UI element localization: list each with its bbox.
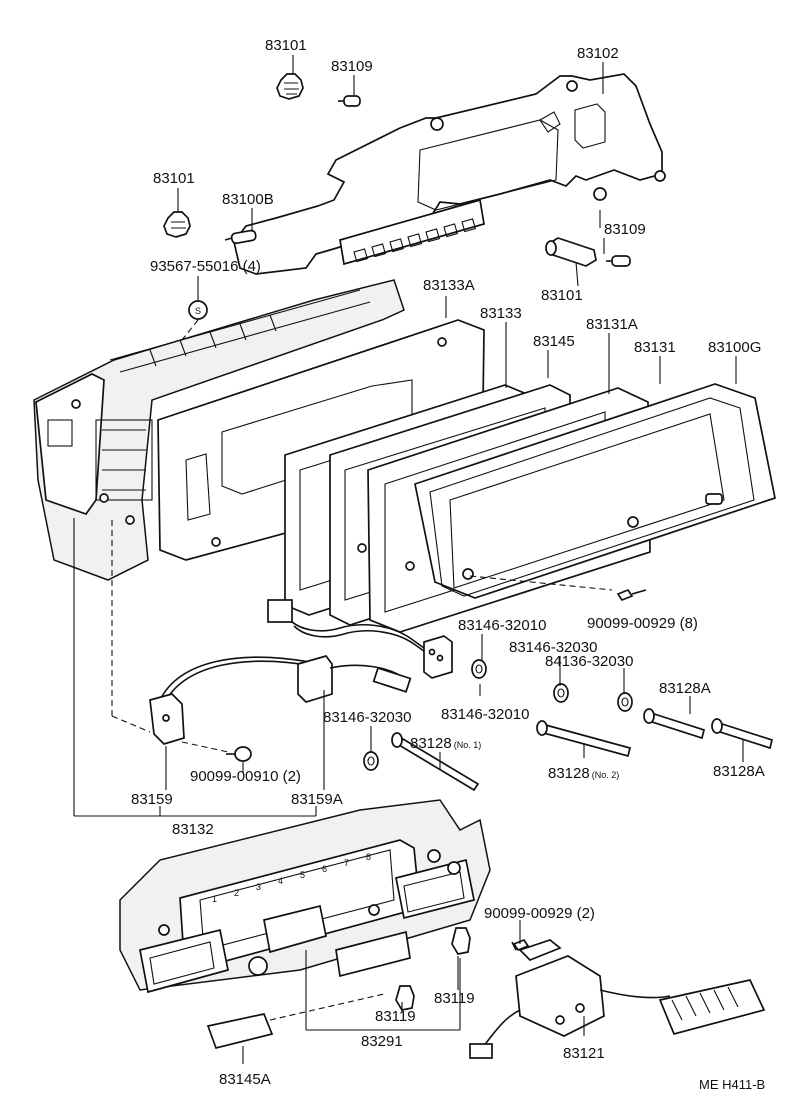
switch-83121 [469, 939, 766, 1059]
leader-83145A [269, 993, 385, 1021]
wire-harness [149, 599, 453, 745]
collar-83146-32030-a [553, 683, 569, 703]
label-84136-32030: 84136-32030 [545, 653, 633, 670]
socket-83101-mid [163, 211, 191, 238]
bulb-83119-b [395, 985, 415, 1011]
screw-marker-s: S [188, 300, 208, 320]
label-83109-top: 83109 [331, 58, 373, 75]
leader-lines [73, 55, 744, 1064]
pin-83128A-b [711, 718, 774, 750]
marker-s-text: S [195, 306, 201, 316]
gauge-number: 4 [278, 876, 283, 886]
gauge-number: 5 [300, 870, 305, 880]
leader-s [181, 319, 199, 341]
gauge-scale: 1 2 3 4 5 6 7 8 [212, 852, 371, 904]
label-83159: 83159 [131, 791, 173, 808]
label-83101-mid: 83101 [153, 170, 195, 187]
label-83128-no2-number: 83128 [548, 765, 590, 782]
label-83133: 83133 [480, 305, 522, 322]
label-83145A: 83145A [219, 1071, 271, 1088]
connector-strip [339, 198, 485, 266]
meter-assembly-lower [119, 799, 491, 994]
label-83128-no2: 83128(No. 2) [548, 765, 619, 782]
label-83119-b: 83119 [375, 1008, 416, 1025]
label-83109-right: 83109 [604, 221, 646, 238]
label-83131A: 83131A [586, 316, 638, 333]
bulb-83100B [224, 229, 257, 245]
label-83146-32030-a: 83146-32030 [509, 639, 597, 656]
label-83119-a: 83119 [434, 990, 475, 1007]
gauge-number: 3 [256, 882, 261, 892]
pin-83128-no1 [391, 732, 480, 792]
label-83128-no2-qualifier: (No. 2) [592, 770, 620, 780]
label-83100G: 83100G [708, 339, 761, 356]
label-83145: 83145 [533, 333, 575, 350]
label-83133A: 83133A [423, 277, 475, 294]
bulb-83109-right [606, 255, 631, 267]
label-83146-32030-b: 83146-32030 [323, 709, 411, 726]
pin-83128A-a [643, 708, 706, 740]
label-83291: 83291 [361, 1033, 403, 1050]
label-83131: 83131 [634, 339, 676, 356]
label-90099-00910-2: 90099-00910 (2) [190, 768, 301, 785]
label-90099-00929-2: 90099-00929 (2) [484, 905, 595, 922]
diagram-code: ME H411-B [699, 1077, 765, 1092]
label-83128A-b: 83128A [713, 763, 765, 780]
label-83146-32010-a: 83146-32010 [458, 617, 546, 634]
label-83146-32010-b: 83146-32010 [441, 706, 529, 723]
glass-83100G [414, 383, 776, 599]
socket-83101-right [545, 237, 597, 267]
socket-83101-top [276, 73, 304, 100]
printed-circuit-83102 [233, 73, 666, 275]
collar-84136-32030 [617, 692, 633, 712]
part-labels: 83101 83109 83102 83101 83100B 83109 935… [131, 37, 765, 1092]
gauge-number: 2 [234, 888, 239, 898]
collar-83146-32010-a [471, 659, 487, 679]
label-83101-right: 83101 [541, 287, 583, 304]
bulb-83109-top [338, 95, 361, 107]
label-90099-00929-8: 90099-00929 (8) [587, 615, 698, 632]
screw-90099-00929-2 [511, 938, 530, 952]
collar-83146-32030-b [363, 751, 379, 771]
label-83159A: 83159A [291, 791, 343, 808]
label-93567-55016: 93567-55016 (4) [150, 258, 261, 275]
gauge-number: 6 [322, 864, 327, 874]
label-83100B: 83100B [222, 191, 274, 208]
lens-83145A [206, 1013, 274, 1050]
gauge-number: 8 [366, 852, 371, 862]
screw-90099-00910-2 [226, 746, 252, 762]
bulb-83119-a [451, 927, 471, 955]
pin-83128-no2 [536, 720, 632, 758]
gauge-number: 7 [344, 858, 349, 868]
label-83101-top: 83101 [265, 37, 307, 54]
label-83128-no1-number: 83128 [410, 735, 452, 752]
label-83128-no1-qualifier: (No. 1) [454, 740, 482, 750]
label-83102: 83102 [577, 45, 619, 62]
gauge-number: 1 [212, 894, 217, 904]
cluster-housing [33, 279, 405, 581]
screw-90099-00929-8 [616, 588, 647, 602]
label-83121: 83121 [563, 1045, 605, 1062]
label-83132: 83132 [172, 821, 214, 838]
label-83128-no1: 83128(No. 1) [410, 735, 481, 752]
label-83128A-a: 83128A [659, 680, 711, 697]
